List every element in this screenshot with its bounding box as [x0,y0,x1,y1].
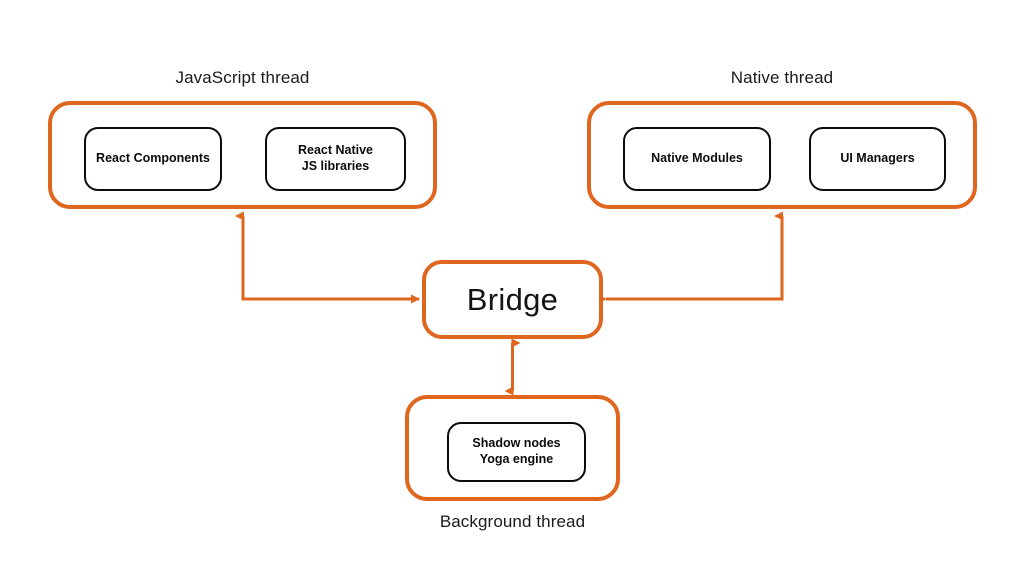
node-react-native-js-libraries: React Native JS libraries [265,127,406,191]
background-thread-container: Shadow nodes Yoga engine [405,395,620,501]
node-react-native-js-libraries-line-1: React Native [297,143,374,158]
bridge-label: Bridge [466,281,559,317]
node-native-modules: Native Modules [623,127,771,191]
node-ui-managers: UI Managers [809,127,946,191]
connector-bridge-to-native-thread [598,211,784,304]
javascript-thread-container: React Components React Native JS librari… [48,101,437,209]
native-thread-label: Native thread [730,68,834,87]
node-shadow-nodes-line-2: Yoga engine [479,452,554,466]
node-react-components: React Components [84,127,222,191]
native-thread-container: Native Modules UI Managers [587,101,977,209]
node-ui-managers-line-1: UI Managers [840,151,915,166]
javascript-thread-label: JavaScript thread [175,68,310,87]
background-thread-label: Background thread [439,512,586,531]
node-react-native-js-libraries-line-2: JS libraries [301,159,370,173]
node-native-modules-line-1: Native Modules [651,151,743,166]
connector-bridge-to-javascript-thread [235,211,420,304]
node-shadow-nodes-yoga-engine: Shadow nodes Yoga engine [447,422,586,482]
node-react-components-line-1: React Components [96,151,210,166]
bridge-container: Bridge [422,260,603,339]
node-shadow-nodes-line-1: Shadow nodes [472,436,561,451]
